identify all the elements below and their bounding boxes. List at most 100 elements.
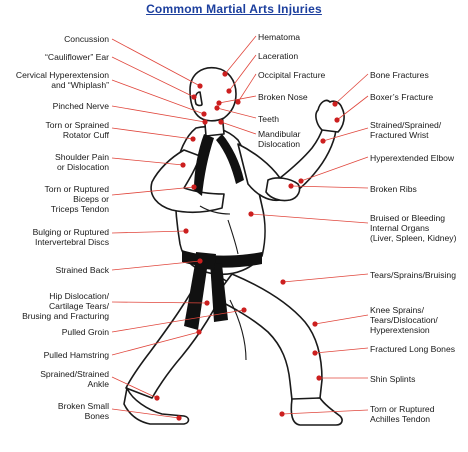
diagram-title: Commom Martial Arts Injuries (146, 2, 322, 16)
label-cauliflower-ear: “Cauliflower” Ear (45, 52, 109, 62)
front-fist (315, 99, 345, 133)
label-laceration-leader-line (228, 54, 257, 92)
belt-knot (196, 252, 216, 270)
label-laceration: Laceration (258, 51, 299, 61)
label-bulging-or-ruptured-intervertebral-discs: Bulging or Ruptured Intervertebral Discs (32, 227, 109, 247)
ear (194, 91, 203, 107)
belt-knot-tail-2 (210, 262, 228, 322)
label-mandibular-dislocation-marker-dot (218, 119, 224, 125)
label-teeth: Teeth (258, 114, 280, 124)
label-broken-ribs-marker-dot (288, 183, 294, 189)
label-bulging-or-ruptured-intervertebral-discs-marker-dot (183, 228, 189, 234)
label-pinched-nerve-leader-line (111, 105, 206, 123)
label-torn-or-ruptured-biceps-or-triceps-tendon: Torn or Ruptured Biceps or Triceps Tendo… (44, 184, 110, 214)
label-shoulder-pain-or-dislocation: Shoulder Pain or Dislocation (55, 152, 109, 172)
label-torn-or-ruptured-achilles-tendon-marker-dot (279, 411, 285, 417)
label-strained-back: Strained Back (55, 265, 109, 275)
label-shin-splints-marker-dot (316, 375, 322, 381)
label-hematoma-leader-line (224, 35, 257, 75)
label-sprained-strained-ankle: Sprained/Strained Ankle (40, 369, 109, 389)
label-torn-or-sprained-rotator-cuff-marker-dot (190, 136, 196, 142)
label-strained-back-marker-dot (197, 258, 203, 264)
label-pulled-groin-marker-dot (241, 307, 247, 313)
label-cauliflower-ear-marker-dot (191, 94, 197, 100)
label-broken-ribs-leader-line (290, 185, 369, 189)
label-bulging-or-ruptured-intervertebral-discs-leader-line (111, 230, 187, 234)
label-broken-small-bones-marker-dot (176, 415, 182, 421)
label-bone-fractures-marker-dot (332, 101, 338, 107)
front-foot (290, 397, 343, 426)
label-laceration-marker-dot (226, 88, 232, 94)
label-boxer-s-fracture-marker-dot (334, 117, 340, 123)
label-fractured-long-bones: Fractured Long Bones (370, 344, 456, 354)
label-shin-splints: Shin Splints (370, 374, 416, 384)
label-pulled-hamstring-leader-line (111, 331, 200, 356)
label-torn-or-sprained-rotator-cuff: Torn or Sprained Rotator Cuff (45, 120, 109, 140)
label-hip-dislocation-cartilage-tears-brusing-and-fracturing-marker-dot (204, 300, 210, 306)
label-broken-small-bones: Broken Small Bones (57, 401, 109, 421)
label-broken-nose: Broken Nose (258, 92, 308, 102)
head (189, 66, 237, 122)
label-fractured-long-bones-marker-dot (312, 350, 318, 356)
label-bone-fractures-leader-line (334, 73, 369, 105)
label-torn-or-ruptured-achilles-tendon-leader-line (281, 409, 369, 415)
label-torn-or-ruptured-biceps-or-triceps-tendon-leader-line (111, 186, 195, 196)
label-knee-sprains-tears-dislocation-hyperextension: Knee Sprains/ Tears/Dislocation/ Hyperex… (370, 305, 438, 335)
label-hyperextended-elbow-marker-dot (298, 178, 304, 184)
label-torn-or-sprained-rotator-cuff-leader-line (111, 127, 194, 140)
rear-fist (265, 177, 301, 202)
label-knee-sprains-tears-dislocation-hyperextension-leader-line (314, 314, 369, 325)
label-mandibular-dislocation: Mandibular Dislocation (258, 129, 301, 149)
label-tears-sprains-bruising-marker-dot (280, 279, 286, 285)
label-strained-sprained-fractured-wrist-leader-line (322, 127, 369, 142)
label-occipital-fracture: Occipital Fracture (258, 70, 326, 80)
label-strained-back-leader-line (111, 260, 201, 271)
label-pulled-groin: Pulled Groin (61, 327, 109, 337)
label-hyperextended-elbow-leader-line (300, 156, 369, 182)
label-torn-or-ruptured-achilles-tendon: Torn or Ruptured Achilles Tendon (370, 404, 435, 424)
label-knee-sprains-tears-dislocation-hyperextension-marker-dot (312, 321, 318, 327)
label-cauliflower-ear-leader-line (111, 56, 195, 98)
label-bruised-or-bleeding-internal-organs-liver-spleen-kidney-leader-line (250, 213, 369, 224)
belt-knot-tail-1 (184, 258, 208, 330)
label-bone-fractures: Bone Fractures (370, 70, 429, 80)
gi-lapel-left (194, 134, 214, 196)
label-hematoma: Hematoma (258, 32, 301, 42)
label-concussion-marker-dot (197, 83, 203, 89)
rear-foot (123, 387, 190, 425)
gi-lapel-right (216, 134, 244, 184)
label-concussion-leader-line (111, 38, 201, 87)
label-tears-sprains-bruising: Tears/Sprains/Bruising (370, 270, 456, 280)
label-teeth-marker-dot (214, 105, 220, 111)
label-broken-nose-marker-dot (216, 100, 222, 106)
label-pulled-hamstring: Pulled Hamstring (43, 350, 109, 360)
label-mandibular-dislocation-leader-line (220, 121, 257, 135)
label-fractured-long-bones-leader-line (314, 347, 369, 354)
label-bruised-or-bleeding-internal-organs-liver-spleen-kidney-marker-dot (248, 211, 254, 217)
label-broken-small-bones-leader-line (111, 408, 180, 419)
label-broken-ribs: Broken Ribs (370, 184, 417, 194)
label-concussion: Concussion (64, 34, 109, 44)
label-occipital-fracture-leader-line (237, 73, 257, 103)
label-bruised-or-bleeding-internal-organs-liver-spleen-kidney: Bruised or Bleeding Internal Organs (Liv… (370, 213, 457, 243)
label-sprained-strained-ankle-leader-line (111, 376, 158, 399)
label-hip-dislocation-cartilage-tears-brusing-and-fracturing-leader-line (111, 301, 208, 304)
rear-arm (150, 149, 225, 213)
label-hematoma-marker-dot (222, 71, 228, 77)
label-pinched-nerve: Pinched Nerve (52, 101, 109, 111)
label-boxer-s-fracture-leader-line (336, 95, 369, 121)
label-pulled-groin-leader-line (111, 309, 245, 333)
label-cervical-hyperextension-and-whiplash: Cervical Hyperextension and “Whiplash” (15, 70, 109, 90)
label-hip-dislocation-cartilage-tears-brusing-and-fracturing: Hip Dislocation/ Cartilage Tears/ Brusin… (22, 291, 109, 321)
label-pulled-hamstring-marker-dot (196, 329, 202, 335)
label-pinched-nerve-marker-dot (202, 119, 208, 125)
label-shoulder-pain-or-dislocation-leader-line (111, 157, 184, 166)
label-teeth-leader-line (216, 107, 257, 119)
label-boxer-s-fracture: Boxer’s Fracture (370, 92, 434, 102)
label-cervical-hyperextension-and-whiplash-leader-line (111, 79, 205, 115)
front-leg (213, 273, 323, 401)
label-strained-sprained-fractured-wrist: Strained/Sprained/ Fractured Wrist (370, 120, 442, 140)
label-cervical-hyperextension-and-whiplash-marker-dot (201, 111, 207, 117)
